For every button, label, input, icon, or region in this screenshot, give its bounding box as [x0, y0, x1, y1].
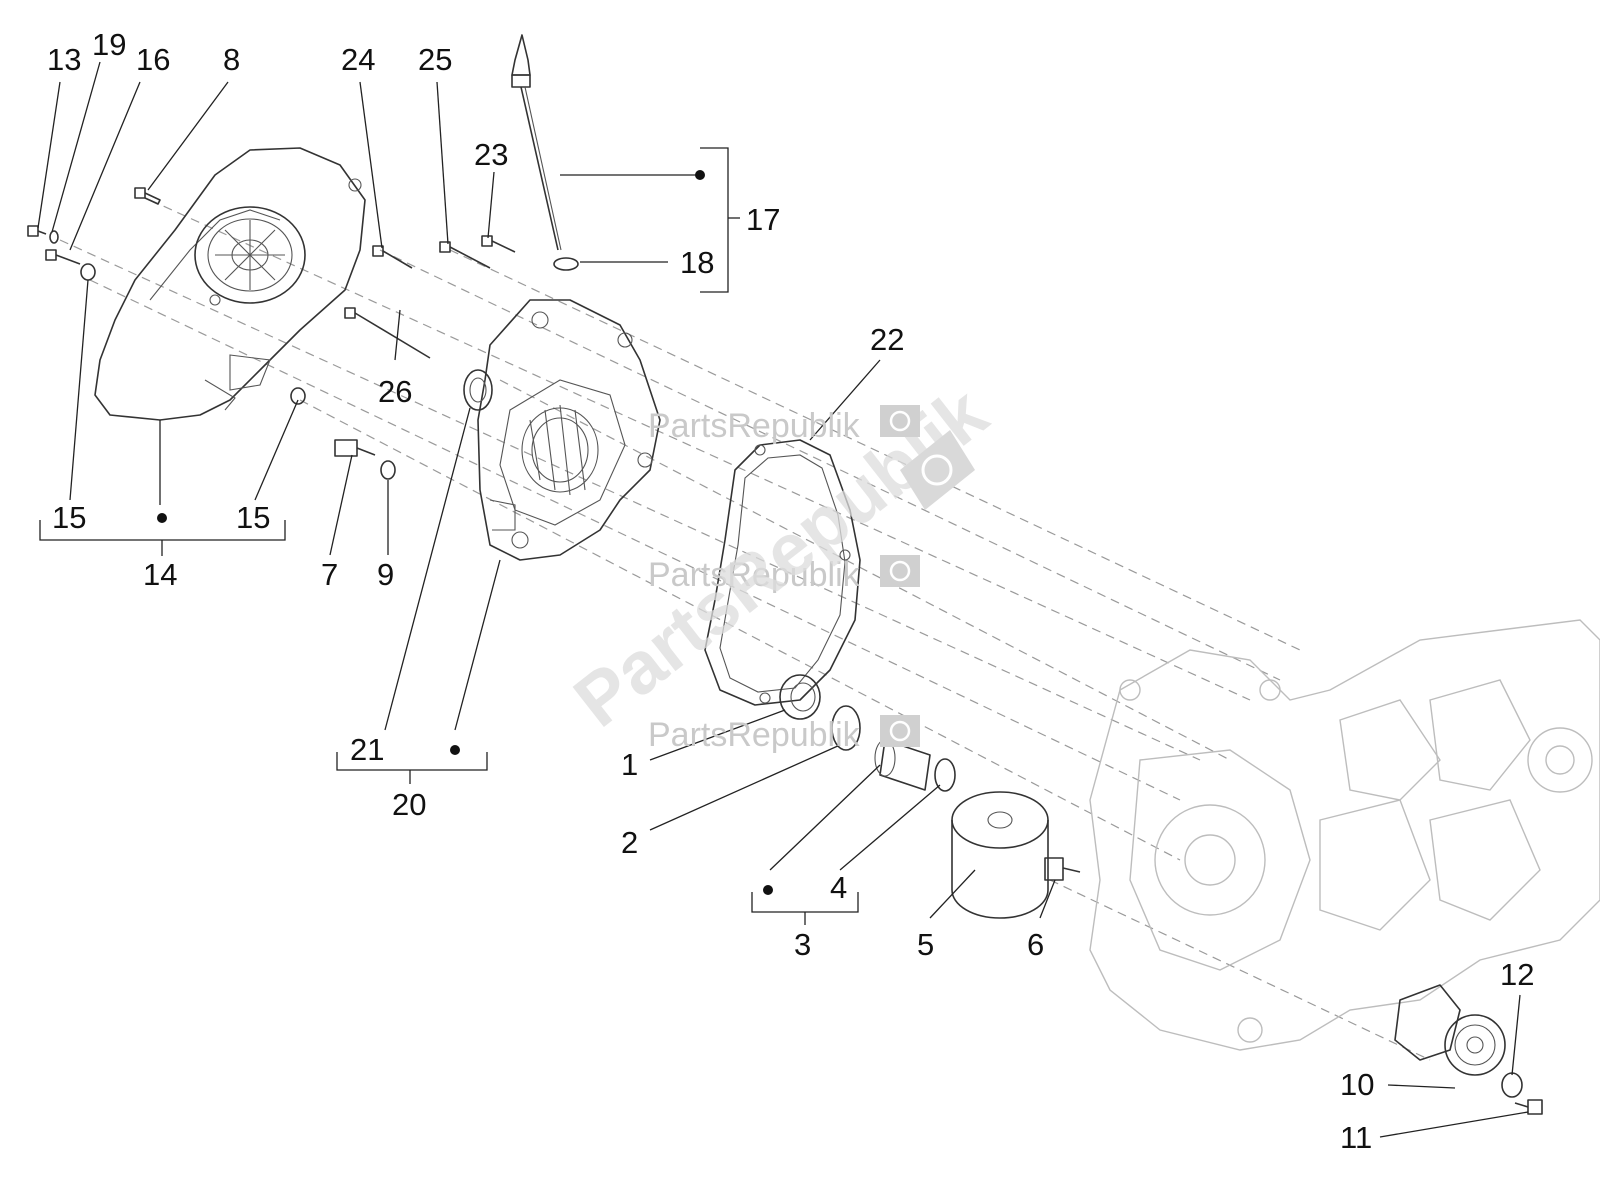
filter-housing-3 — [874, 739, 931, 791]
leader-lines — [37, 61, 1529, 1138]
callout-5: 5 — [917, 927, 934, 962]
cover-gasket — [704, 439, 861, 706]
ring-2 — [831, 705, 861, 751]
crankcase-side-cover — [477, 299, 661, 561]
bolt-13 — [27, 225, 47, 237]
callout-23: 23 — [474, 137, 508, 172]
washer-9 — [380, 460, 396, 480]
callout-14: 14 — [143, 557, 177, 592]
callout-24: 24 — [341, 42, 375, 77]
callout-6: 6 — [1027, 927, 1044, 962]
bolt-23 — [481, 235, 516, 253]
callout-1: 1 — [621, 747, 638, 782]
callout-labels: 13 19 16 8 24 25 23 17 18 22 26 15 15 14… — [47, 27, 1534, 1155]
fasteners — [27, 187, 516, 480]
cooling-fan-cover — [94, 147, 366, 421]
callout-18: 18 — [680, 245, 714, 280]
washer-19 — [49, 230, 59, 244]
oil-pump-group — [1394, 984, 1543, 1115]
o-ring-4 — [934, 758, 956, 792]
watermark-text: PartsRepublik — [648, 716, 861, 754]
callout-4: 4 — [830, 870, 847, 905]
bolt-26 — [344, 307, 431, 359]
sensor-7 — [334, 439, 376, 457]
engine-crankcase — [1089, 619, 1600, 1051]
watermark-text: PartsRepublik — [648, 556, 861, 594]
callout-20: 20 — [392, 787, 426, 822]
callout-15-left: 15 — [52, 500, 86, 535]
callout-9: 9 — [377, 557, 394, 592]
screw-8 — [134, 187, 161, 205]
nipple-6 — [1044, 857, 1081, 881]
oil-pump-sprocket — [1444, 1014, 1506, 1076]
callout-7: 7 — [321, 557, 338, 592]
oil-dipstick — [511, 34, 579, 271]
callout-2: 2 — [621, 825, 638, 860]
oil-filter-cartridge — [951, 791, 1049, 919]
callout-8: 8 — [223, 42, 240, 77]
nut-15b — [290, 387, 306, 405]
bolt-25 — [439, 241, 491, 269]
bolt-11 — [1514, 1099, 1543, 1115]
oil-filter-group — [779, 674, 1081, 919]
callout-26: 26 — [378, 374, 412, 409]
nut-15 — [80, 263, 96, 281]
callout-13: 13 — [47, 42, 81, 77]
gear-icon — [880, 405, 975, 747]
callout-25: 25 — [418, 42, 452, 77]
watermark-text: PartsRepublik — [648, 407, 861, 445]
callout-22: 22 — [870, 322, 904, 357]
callout-19: 19 — [92, 27, 126, 62]
assembly-axis-lines — [59, 199, 1431, 1061]
callout-17: 17 — [746, 202, 780, 237]
callout-15-right: 15 — [236, 500, 270, 535]
callout-21: 21 — [350, 732, 384, 767]
callout-11: 11 — [1340, 1120, 1372, 1155]
callout-10: 10 — [1340, 1067, 1374, 1102]
seal-1 — [779, 674, 821, 720]
kit-bullets — [157, 170, 773, 895]
callout-16: 16 — [136, 42, 170, 77]
callout-12: 12 — [1500, 957, 1534, 992]
callout-3: 3 — [794, 927, 811, 962]
bolt-16 — [45, 249, 81, 265]
bolt-24 — [372, 245, 413, 269]
oil-seal — [463, 369, 493, 411]
washer-12 — [1501, 1072, 1523, 1098]
